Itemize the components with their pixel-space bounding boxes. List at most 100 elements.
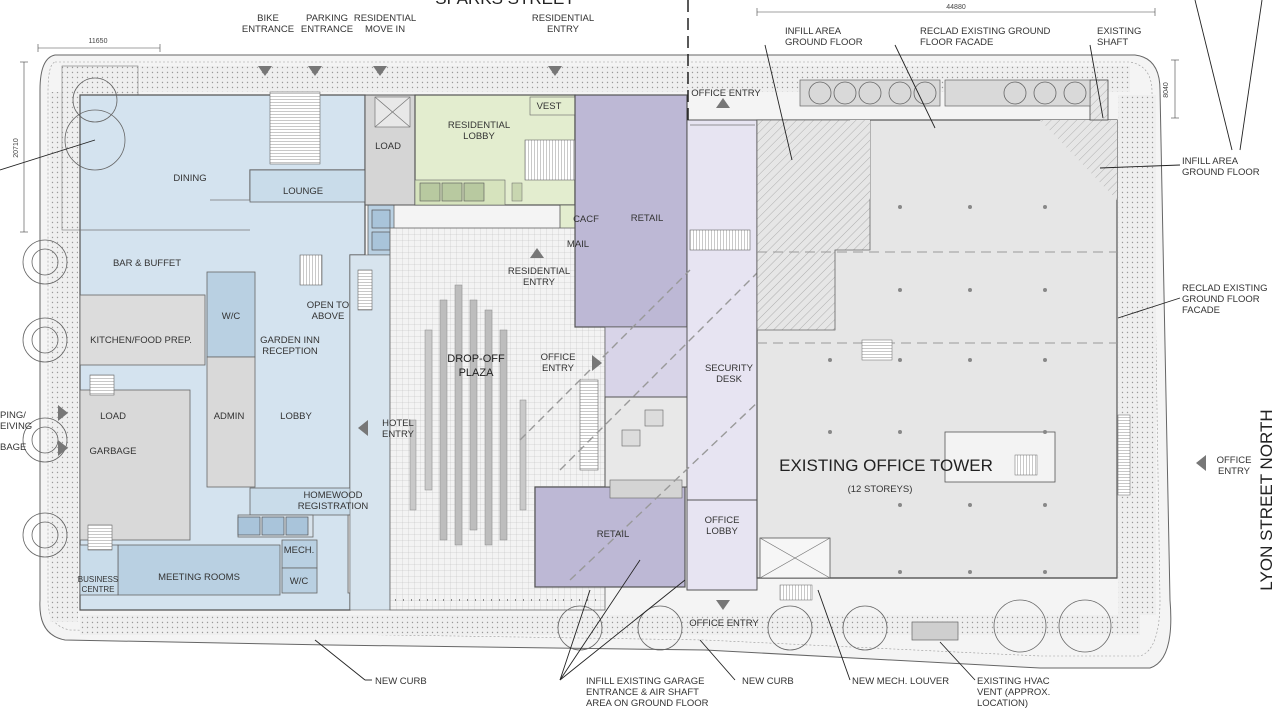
leader-lines	[0, 0, 1263, 681]
label-shaft-2: SHAFT	[1097, 37, 1128, 48]
street-trees	[22, 77, 1112, 653]
retail-upper	[574, 94, 688, 328]
retail-lower	[534, 486, 686, 588]
room-load-res: LOAD	[375, 141, 401, 152]
room-garden-inn: GARDEN INN	[260, 335, 320, 346]
room-vest: VEST	[537, 101, 562, 112]
label-new-curb-2: NEW CURB	[742, 676, 794, 687]
tower-columns	[828, 205, 1047, 574]
label-parking-2: ENTRANCE	[301, 24, 353, 35]
room-res-entry-2: ENTRY	[523, 277, 556, 288]
label-resmove: RESIDENTIAL	[354, 13, 416, 24]
label-office-entry-right: OFFICE	[1217, 455, 1252, 466]
room-wc-2: W/C	[290, 576, 309, 587]
label-infill-top-2: GROUND FLOOR	[785, 37, 863, 48]
room-mech: MECH.	[284, 545, 315, 556]
bottom-sidewalk	[80, 615, 1140, 635]
room-business-2: CENTRE	[82, 585, 115, 594]
room-res-entry: RESIDENTIAL	[508, 266, 570, 277]
dim-44880: 44880	[946, 4, 966, 11]
street-top: SPARKS STREET	[435, 0, 575, 8]
label-infill-bottom-3: AREA ON GROUND FLOOR	[586, 698, 709, 708]
room-wc-1: W/C	[222, 311, 241, 322]
label-left-2: EIVING	[0, 421, 32, 432]
room-admin: ADMIN	[214, 411, 245, 422]
room-office-entry: OFFICE	[541, 352, 576, 363]
room-homewood: HOMEWOOD	[303, 490, 362, 501]
right-sidewalk	[1118, 95, 1156, 615]
label-parking: PARKING	[306, 13, 348, 24]
room-retail-2: RETAIL	[597, 529, 630, 540]
room-dropoff: DROP-OFF	[447, 353, 505, 365]
planters-top	[799, 79, 1091, 107]
label-left-3: BAGE	[0, 442, 26, 453]
residential-zone	[414, 94, 601, 256]
room-res-lobby: RESIDENTIAL	[448, 120, 510, 131]
room-retail-1: RETAIL	[631, 213, 664, 224]
label-hvac: EXISTING HVAC	[977, 676, 1050, 687]
street-right: LYON STREET NORTH	[1257, 409, 1276, 590]
hotel-zone	[79, 91, 395, 611]
hotel-elevators	[237, 209, 391, 536]
room-security: SECURITY	[705, 363, 754, 374]
room-cacf: CACF	[573, 214, 599, 225]
tower-storeys: (12 STOREYS)	[848, 484, 913, 495]
room-hotel-entry-2: ENTRY	[382, 429, 415, 440]
label-reclad-top: RECLAD EXISTING GROUND	[920, 26, 1051, 37]
room-garbage: GARBAGE	[90, 446, 137, 457]
room-garden-inn-2: RECEPTION	[262, 346, 318, 357]
room-bar: BAR & BUFFET	[113, 258, 181, 269]
room-office-lobby-2: LOBBY	[706, 526, 738, 537]
garage-outline	[519, 269, 761, 581]
label-reclad-right-3: FACADE	[1182, 305, 1220, 316]
room-lobby: LOBBY	[280, 411, 312, 422]
retail-light	[604, 326, 688, 398]
label-left-1: PING/	[0, 410, 26, 421]
room-open: OPEN TO	[307, 300, 349, 311]
room-office-lobby: OFFICE	[705, 515, 740, 526]
label-office-entry-right-2: ENTRY	[1218, 466, 1251, 477]
dim-8040: 8040	[1163, 82, 1170, 98]
label-infill-top: INFILL AREA	[785, 26, 842, 37]
label-resmove-2: MOVE IN	[365, 24, 405, 35]
label-shaft: EXISTING	[1097, 26, 1141, 37]
label-louver: NEW MECH. LOUVER	[852, 676, 949, 687]
room-office-entry-2: ENTRY	[542, 363, 575, 374]
dim-20710: 20710	[13, 138, 20, 158]
room-security-2: DESK	[716, 374, 743, 385]
label-infill-right: INFILL AREA	[1182, 156, 1239, 167]
dim-11650: 11650	[89, 38, 108, 45]
tower-title: EXISTING OFFICE TOWER	[779, 456, 993, 475]
label-resentry-2: ENTRY	[547, 24, 580, 35]
label-new-curb-1: NEW CURB	[375, 676, 427, 687]
room-load-hotel: LOAD	[100, 411, 126, 422]
room-homewood-2: REGISTRATION	[298, 501, 369, 512]
label-infill-bottom: INFILL EXISTING GARAGE	[586, 676, 704, 687]
office-lobby-lower	[686, 499, 758, 591]
room-dropoff-2: PLAZA	[459, 367, 495, 379]
label-reclad-right-2: GROUND FLOOR	[1182, 294, 1260, 305]
label-reclad-top-2: FLOOR FACADE	[920, 37, 993, 48]
label-infill-bottom-2: ENTRANCE & AIR SHAFT	[586, 687, 699, 698]
label-hvac-2: VENT (APPROX.	[977, 687, 1050, 698]
label-bike-2: ENTRANCE	[242, 24, 294, 35]
label-bike: BIKE	[257, 13, 279, 24]
label-office-entry-bottom: OFFICE ENTRY	[689, 618, 759, 629]
room-kitchen: KITCHEN/FOOD PREP.	[90, 335, 192, 346]
room-dining: DINING	[173, 173, 206, 184]
room-mail: MAIL	[567, 239, 589, 250]
room-meeting: MEETING ROOMS	[158, 572, 240, 583]
hvac-vent	[911, 621, 959, 641]
label-office-entry-top: OFFICE ENTRY	[691, 88, 761, 99]
existing-office-tower	[756, 79, 1131, 601]
dimension-lines	[20, 8, 1179, 233]
entry-arrows	[58, 66, 1206, 610]
room-lounge: LOUNGE	[283, 186, 323, 197]
office-lobby-zone	[686, 119, 758, 501]
room-business: BUSINESS	[78, 575, 118, 584]
label-reclad-right: RECLAD EXISTING	[1182, 283, 1268, 294]
label-hvac-3: LOCATION)	[977, 698, 1028, 708]
room-open-2: ABOVE	[312, 311, 345, 322]
room-res-lobby-2: LOBBY	[463, 131, 495, 142]
